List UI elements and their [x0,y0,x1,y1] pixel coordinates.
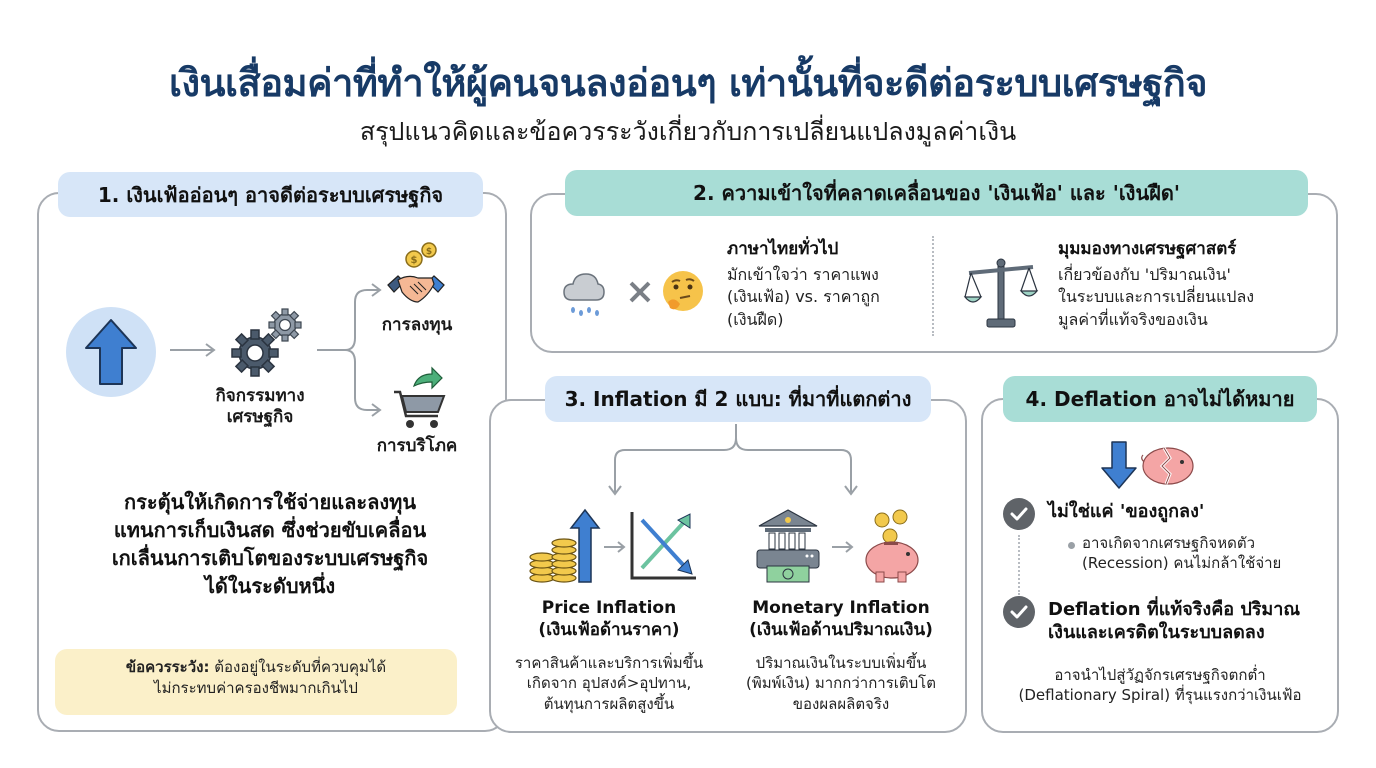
text-line: (เงินฝืด) [727,309,784,329]
cross-icon [629,281,651,303]
text-line: ของผลผลิตจริง [792,694,890,713]
activity-label-line1: กิจกรรมทาง [215,386,305,406]
investment-label: การลงทุน [381,315,453,335]
check-icon [1003,498,1035,530]
activity-label-line2: เศรษฐกิจ [226,407,294,428]
text-line: อาจเกิดจากเศรษฐกิจหดตัว [1082,534,1255,552]
section-1-title: 1. เงินเฟ้ออ่อนๆ อาจดีต่อระบบเศรษฐกิจ [58,172,483,217]
caution-text-1: ต้องอยู่ในระดับที่ควบคุมได้ [209,658,387,676]
point-connector [1018,535,1020,595]
price-inflation-desc: ราคาสินค้าและบริการเพิ่มขึ้น เกิดจาก อุป… [498,653,720,714]
text-line: มักเข้าใจว่า ราคาแพง [727,265,879,284]
heading-en: Monetary Inflation [752,598,930,618]
svg-text:$: $ [411,255,418,266]
main-text-line: แทนการเก็บเงินสด ซึ่งช่วยขับเคลื่อน [113,518,427,542]
arrow-down-icon [1101,441,1137,489]
svg-text:$: $ [426,247,432,257]
main-text-line: กระตุ้นให้เกิดการใช้จ่ายและลงทุน [124,490,416,514]
page-title: เงินเสื่อมค่าที่ทำให้ผู้คนจนลงอ่อนๆ เท่า… [169,61,1207,105]
point-2-heading: Deflation ที่แท้จริงคือ ปริมาณ เงินและเค… [1048,598,1300,645]
section-4-title: 4. Deflation อาจไม่ได้หมาย [1003,376,1317,422]
bank-printing-money-icon [756,509,820,583]
price-inflation-heading: Price Inflation (เงินเฟ้อด้านราคา) [498,597,720,641]
text-line: ในระบบและการเปลี่ยนแปลง [1058,287,1255,307]
economics-heading: มุมมองทางเศรษฐศาสตร์ [1058,239,1237,259]
text-line: ปริมาณเงินในระบบเพิ่มขึ้น [755,654,927,672]
piggy-bank-icon [865,509,919,583]
caution-label: ข้อควรระวัง: [125,658,210,676]
gears-icon [231,308,302,377]
handshake-coins-icon: $ $ [387,242,445,303]
text-line: Deflation ที่แท้จริงคือ ปริมาณ [1048,599,1301,620]
split-arrows-icon [608,424,858,496]
section-4-footer: อาจนำไปสู่วัฏจักรเศรษฐกิจตกต่ำ (Deflatio… [990,665,1330,706]
balance-scale-icon [963,258,1039,328]
heading-en: Price Inflation [541,598,677,618]
bullet-icon [1068,542,1075,549]
text-line: เงินและเครดิตในระบบลดลง [1048,622,1265,644]
section-1-main-text: กระตุ้นให้เกิดการใช้จ่ายและลงทุน แทนการเ… [50,488,490,600]
common-thai-heading: ภาษาไทยทั่วไป [727,239,839,259]
text-line: ราคาสินค้าและบริการเพิ่มขึ้น [514,654,704,672]
text-line: เกิดจาก อุปสงค์>อุปทาน, [526,674,692,693]
text-line: ต้นทุนการผลิตสูงขึ้น [543,694,675,713]
arrow-right-icon [832,541,854,553]
point-1-heading: ไม่ใช่แค่ 'ของถูกลง' [1048,501,1205,522]
text-line: (พิมพ์เงิน) มากกว่าการเติบโต [746,674,936,693]
main-text-line: ได้ในระดับหนึ่ง [204,574,336,598]
page-subtitle: สรุปแนวคิดและข้อควรระวังเกี่ยวกับการเปลี… [359,117,1017,146]
caution-note: ข้อควรระวัง: ต้องอยู่ในระดับที่ควบคุมได้… [55,649,457,715]
section-2-title: 2. ความเข้าใจที่คลาดเคลื่อนของ 'เงินเฟ้อ… [565,170,1308,216]
arrow-up-icon [85,319,137,385]
monetary-inflation-desc: ปริมาณเงินในระบบเพิ่มขึ้น (พิมพ์เงิน) มา… [725,653,957,714]
branch-arrows-icon [317,283,382,417]
activity-label: กิจกรรมทาง เศรษฐกิจ [200,386,320,429]
supply-demand-chart-icon [630,512,696,580]
section-3-title: 3. Inflation มี 2 แบบ: ที่มาที่แตกต่าง [545,376,931,422]
arrow-right-icon [604,541,626,553]
coins-arrow-up-icon [529,508,601,583]
arrow-right-icon [170,343,216,357]
common-thai-text: มักเข้าใจว่า ราคาแพง (เงินเฟ้อ) vs. ราคา… [727,264,880,331]
main-text-line: เกเลื่นนการเติบโตของระบบเศรษฐกิจ [111,546,429,570]
consumption-label: การบริโภค [376,436,458,456]
section-2-panel [530,193,1338,353]
text-line: (Recession) คนไม่กล้าใช้จ่าย [1082,554,1282,573]
heading-th: (เงินเฟ้อด้านปริมาณเงิน) [749,620,933,641]
point-1-bullet: อาจเกิดจากเศรษฐกิจหดตัว (Recession) คนไม… [1082,533,1281,574]
text-line: อาจนำไปสู่วัฏจักรเศรษฐกิจตกต่ำ [1054,666,1266,684]
text-line: (Deflationary Spiral) ที่รุนแรงกว่าเงินเ… [1018,686,1302,705]
broken-piggy-bank-icon [1141,447,1194,485]
monetary-inflation-heading: Monetary Inflation (เงินเฟ้อด้านปริมาณเง… [725,597,957,641]
text-line: มูลค่าที่แท้จริงของเงิน [1058,309,1208,329]
caution-text-2: ไม่กระทบค่าครองชีพมากเกินไป [154,679,358,697]
text-line: เกี่ยวข้องกับ 'ปริมาณเงิน' [1058,265,1231,284]
heading-th: (เงินเฟ้อด้านราคา) [538,620,680,641]
economics-text: เกี่ยวข้องกับ 'ปริมาณเงิน' ในระบบและการเ… [1058,264,1254,331]
thinking-face-icon [663,271,703,311]
rain-cloud-icon [563,273,605,316]
text-line: (เงินเฟ้อ) vs. ราคาถูก [727,287,880,307]
shopping-cart-icon [394,366,446,428]
check-icon [1003,596,1035,628]
column-divider [932,236,934,336]
